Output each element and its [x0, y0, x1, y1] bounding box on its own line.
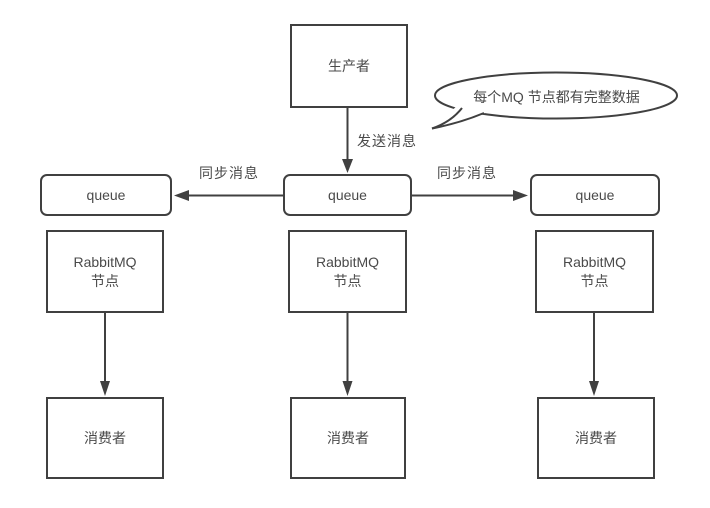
sync-arrow-left — [174, 190, 283, 201]
producer-box: 生产者 — [290, 24, 408, 108]
callout-bubble-shape — [431, 71, 678, 130]
sync-message-label-left: 同步消息 — [199, 165, 259, 181]
queue-box-center: queue — [283, 174, 412, 216]
send-message-label: 发送消息 — [357, 133, 417, 149]
producer-label: 生产者 — [328, 57, 370, 74]
node-consumer-arrow-center — [342, 313, 353, 396]
queue-label-right: queue — [575, 186, 615, 203]
queue-box-left: queue — [40, 174, 172, 216]
rabbitmq-node-box-center: RabbitMQ 节点 — [288, 230, 407, 313]
consumer-box-center: 消费者 — [290, 397, 406, 479]
queue-box-right: queue — [530, 174, 660, 216]
rabbitmq-node-box-right: RabbitMQ 节点 — [535, 230, 654, 313]
consumer-label-right: 消费者 — [575, 429, 617, 446]
sync-arrow-right — [412, 190, 528, 201]
sync-message-label-right: 同步消息 — [437, 165, 497, 181]
consumer-label-left: 消费者 — [84, 429, 126, 446]
rabbitmq-node-label-right: RabbitMQ 节点 — [562, 253, 627, 289]
rabbitmq-node-label-center: RabbitMQ 节点 — [315, 253, 380, 289]
rabbitmq-node-label-left: RabbitMQ 节点 — [73, 253, 137, 289]
queue-label-center: queue — [328, 186, 367, 203]
rabbitmq-node-box-left: RabbitMQ 节点 — [46, 230, 164, 313]
consumer-label-center: 消费者 — [327, 429, 369, 446]
consumer-box-right: 消费者 — [537, 397, 655, 479]
callout-text: 每个MQ 节点都有完整数据 — [473, 89, 640, 105]
node-consumer-arrow-left — [100, 313, 110, 396]
consumer-box-left: 消费者 — [46, 397, 164, 479]
send-message-arrow — [342, 108, 353, 173]
node-consumer-arrow-right — [589, 313, 599, 396]
queue-label-left: queue — [86, 186, 126, 203]
